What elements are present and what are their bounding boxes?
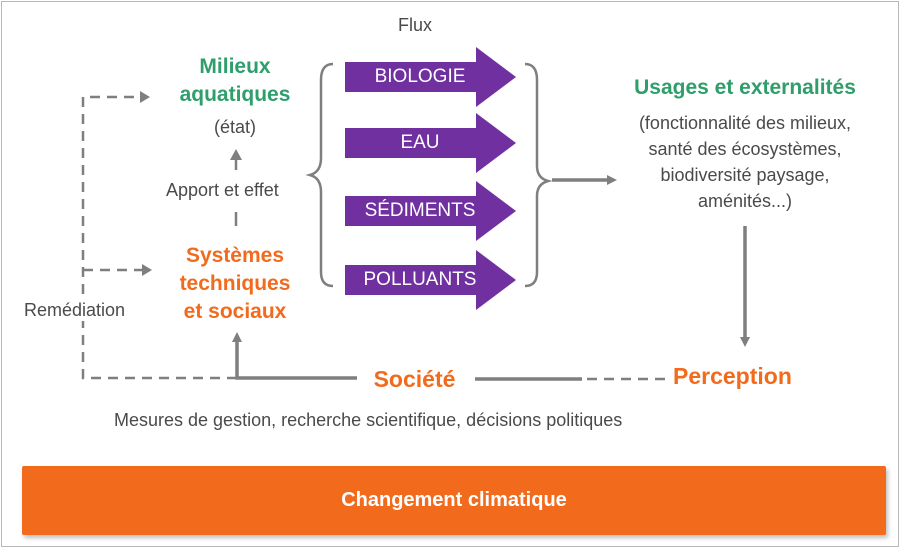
flow-arrow-sediments	[345, 181, 516, 241]
societe-label: Société	[373, 366, 456, 392]
usages-title: Usages et externalités	[634, 76, 856, 99]
flow-label-sediments: SÉDIMENTS	[364, 200, 476, 221]
societe-to-systemes-arrow	[232, 332, 357, 380]
climate-change-banner: Changement climatique	[22, 466, 886, 535]
systemes-line2: techniques	[179, 272, 291, 295]
milieux-title-line2: aquatiques	[179, 83, 291, 106]
apport-label: Apport et effet	[166, 180, 279, 200]
flow-arrow-polluants	[345, 250, 516, 310]
flow-label-polluants: POLLUANTS	[363, 269, 477, 290]
perception-label: Perception	[673, 363, 792, 389]
apport-arrowhead	[230, 149, 242, 160]
flow-arrow-biologie	[345, 47, 516, 107]
remediation-label: Remédiation	[22, 300, 128, 321]
right-brace	[524, 62, 553, 288]
flux-label: Flux	[398, 15, 433, 35]
systemes-line3: et sociaux	[183, 300, 287, 323]
flow-arrow-eau	[345, 113, 516, 173]
flow-label-eau: EAU	[400, 132, 440, 153]
left-brace	[305, 62, 334, 288]
usages-line3: biodiversité paysage,	[660, 165, 830, 185]
flow-label-biologie: BIOLOGIE	[374, 66, 466, 87]
milieux-title: Milieux aquatiques	[150, 53, 320, 109]
remediation-arrowhead-top	[140, 91, 150, 103]
usages-line2: santé des écosystèmes,	[648, 139, 842, 159]
banner-label: Changement climatique	[341, 489, 567, 511]
remediation-arrowhead-mid	[142, 264, 152, 276]
systemes-title: Systèmes techniques et sociaux	[150, 242, 320, 326]
mesures-label: Mesures de gestion, recherche scientifiq…	[114, 410, 623, 430]
systemes-line1: Systèmes	[185, 244, 285, 267]
usages-line4: aménités...)	[697, 191, 793, 211]
milieux-title-line1: Milieux	[199, 55, 271, 78]
milieux-state: (état)	[213, 117, 256, 137]
remediation-dashed-loop	[81, 95, 237, 380]
usages-line1: (fonctionnalité des milieux,	[638, 113, 852, 133]
usages-description: (fonctionnalité des milieux, santé des é…	[590, 110, 900, 214]
